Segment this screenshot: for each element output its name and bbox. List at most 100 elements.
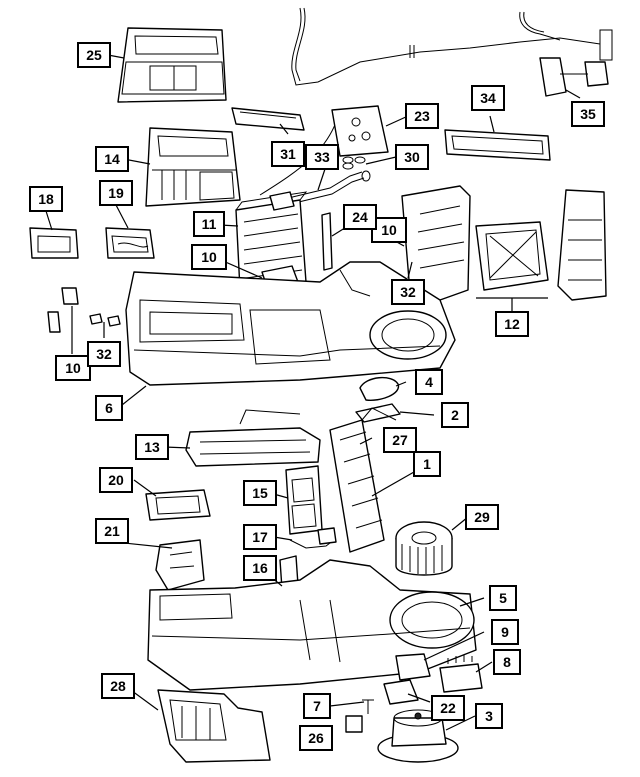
callout-7: 7	[303, 693, 331, 719]
part-evaporator	[329, 407, 397, 553]
callout-labels: 1 2 3 4 5 6 7 8 9 10 10 10 11 12 13 14 1…	[29, 42, 605, 751]
callout-14: 14	[95, 146, 129, 172]
part-link-arm	[355, 403, 401, 423]
part-door-lever	[289, 527, 337, 549]
callout-3: 3	[475, 703, 503, 729]
callout-23: 23	[405, 103, 439, 129]
part-duct-distribution	[145, 127, 241, 207]
callout-13: 13	[135, 434, 169, 460]
svg-text:31: 31	[280, 146, 296, 162]
part-o-rings	[342, 156, 366, 170]
svg-text:19: 19	[108, 185, 124, 201]
callout-28: 28	[101, 673, 135, 699]
svg-text:6: 6	[105, 400, 113, 416]
svg-text:12: 12	[504, 316, 520, 332]
svg-text:26: 26	[308, 730, 324, 746]
svg-text:20: 20	[108, 472, 124, 488]
part-filter-insert	[231, 107, 305, 131]
part-outlet-bezel	[444, 129, 551, 161]
part-blower-bracket	[383, 679, 419, 705]
svg-text:14: 14	[104, 151, 120, 167]
callout-24: 24	[343, 204, 377, 230]
svg-text:34: 34	[480, 90, 496, 106]
callout-29: 29	[465, 504, 499, 530]
part-filter-frame	[117, 27, 227, 103]
svg-text:21: 21	[104, 523, 120, 539]
part-screw	[362, 699, 374, 714]
part-connector-module	[439, 655, 483, 693]
part-small-plate	[345, 715, 363, 733]
callout-10-left: 10	[55, 355, 91, 381]
part-vent-grille	[145, 489, 211, 521]
svg-text:11: 11	[202, 216, 217, 232]
svg-text:24: 24	[352, 209, 368, 225]
parts-artwork	[29, 7, 613, 763]
part-blower-wheel	[395, 521, 453, 576]
svg-text:30: 30	[404, 149, 420, 165]
callout-9: 9	[491, 619, 519, 645]
svg-text:25: 25	[86, 47, 102, 63]
part-mode-door-cover	[29, 227, 79, 259]
callout-5: 5	[489, 585, 517, 611]
part-blend-door	[285, 465, 323, 535]
callout-34: 34	[471, 85, 505, 111]
callout-22: 22	[431, 695, 465, 721]
callout-20: 20	[99, 467, 133, 493]
callout-27: 27	[383, 427, 417, 453]
svg-text:2: 2	[451, 407, 459, 423]
callout-11: 11	[193, 211, 225, 237]
part-defrost-duct	[185, 409, 321, 467]
callout-10-center: 10	[191, 244, 227, 270]
svg-text:22: 22	[440, 700, 456, 716]
callout-16: 16	[243, 555, 277, 581]
part-bracket	[321, 212, 333, 271]
callout-10-right: 10	[371, 217, 407, 243]
svg-text:23: 23	[414, 108, 430, 124]
part-door-link	[105, 227, 155, 259]
svg-text:18: 18	[38, 191, 54, 207]
callout-4: 4	[415, 369, 443, 395]
callout-32-left: 32	[87, 341, 121, 367]
callout-12: 12	[495, 311, 529, 337]
svg-text:15: 15	[252, 485, 268, 501]
part-floor-ducts	[401, 185, 607, 301]
callout-17: 17	[243, 524, 277, 550]
svg-text:35: 35	[580, 106, 596, 122]
callout-35: 35	[571, 101, 605, 127]
svg-text:4: 4	[425, 374, 433, 390]
svg-text:1: 1	[423, 456, 431, 472]
svg-text:33: 33	[314, 149, 330, 165]
callout-18: 18	[29, 186, 63, 212]
part-gasket-plate	[331, 105, 389, 157]
svg-text:29: 29	[474, 509, 490, 525]
callout-30: 30	[395, 144, 429, 170]
callout-19: 19	[99, 180, 133, 206]
part-blower-motor	[377, 709, 459, 763]
part-lower-housing	[147, 559, 477, 691]
svg-text:7: 7	[313, 698, 321, 714]
svg-text:10: 10	[201, 249, 217, 265]
callout-8: 8	[493, 649, 521, 675]
svg-text:32: 32	[96, 346, 112, 362]
svg-text:9: 9	[501, 624, 509, 640]
part-mounting-bracket	[155, 539, 205, 591]
svg-text:27: 27	[392, 432, 408, 448]
svg-text:16: 16	[252, 560, 268, 576]
callout-15: 15	[243, 480, 277, 506]
callout-32-right: 32	[391, 279, 425, 305]
callout-31: 31	[271, 141, 305, 167]
callout-25: 25	[77, 42, 111, 68]
svg-text:28: 28	[110, 678, 126, 694]
svg-text:3: 3	[485, 708, 493, 724]
svg-text:10: 10	[381, 222, 397, 238]
callout-21: 21	[95, 518, 129, 544]
svg-text:5: 5	[499, 590, 507, 606]
part-seal-oval	[359, 377, 400, 401]
part-upper-housing	[125, 261, 456, 386]
part-clips-left	[47, 287, 121, 333]
svg-text:32: 32	[400, 284, 416, 300]
svg-text:10: 10	[65, 360, 81, 376]
callout-1: 1	[413, 451, 441, 477]
callout-33: 33	[305, 144, 339, 170]
